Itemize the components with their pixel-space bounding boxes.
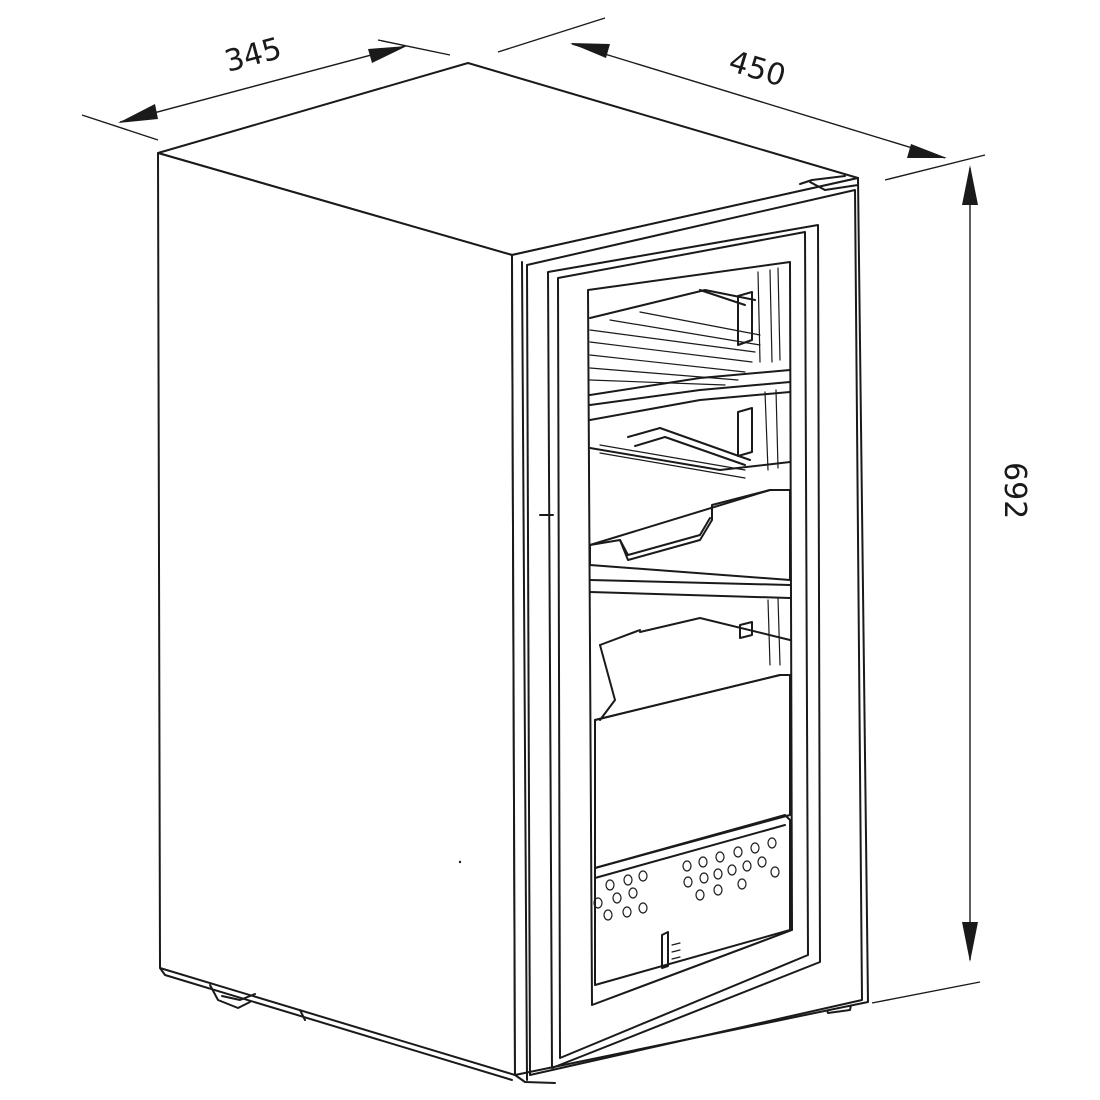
shelf-1 [589,289,791,421]
glass-frame-inner [557,231,809,1059]
door [511,175,869,1081]
height-arrow-bottom [962,922,978,962]
interior [589,267,791,986]
width-arrow-right [907,144,947,158]
depth-arrow-left [118,104,158,123]
door-outer-frame [511,177,869,1076]
glass-window [587,261,793,1006]
cabinet-body [157,62,859,1076]
width-arrow-left [570,43,610,58]
drawer-1 [589,489,791,599]
glass-frame-outer [547,224,821,1069]
door-front-plane [526,189,863,1076]
height-arrow-top [962,165,978,205]
depth-label: 345 [221,31,285,80]
vent-holes [593,837,780,921]
height-label: 692 [997,462,1032,519]
cabinet-base [159,967,853,1084]
dimension-height: 692 [871,165,1032,1004]
width-label: 450 [725,44,790,94]
cabinet-side-face [157,152,516,1076]
shelf-2 [589,407,791,479]
vent-panel [593,814,791,986]
drawer-2 [594,617,791,869]
dimension-width: 450 [497,17,986,181]
depth-arrow-right [368,46,407,63]
